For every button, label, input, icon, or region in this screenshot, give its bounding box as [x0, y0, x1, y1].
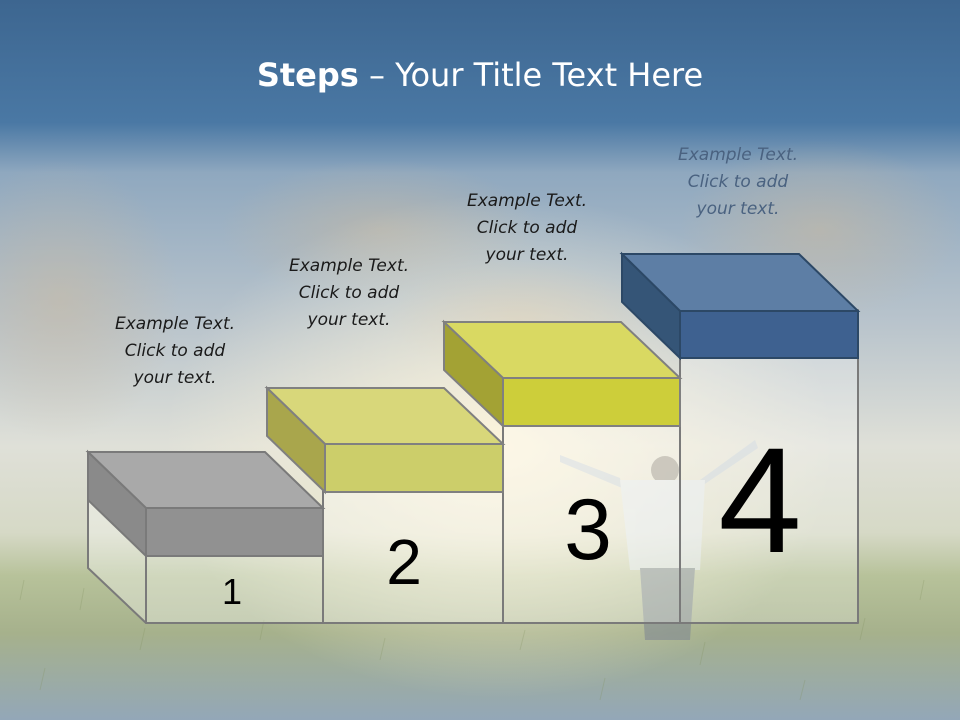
title-bold: Steps	[256, 56, 359, 94]
caption-line: your text.	[133, 368, 217, 388]
caption-line: Click to add	[124, 341, 226, 361]
caption-line: Example Text.	[288, 256, 410, 276]
caption-line: Example Text.	[114, 314, 236, 334]
caption-line: Click to add	[298, 283, 400, 303]
step-4-caption[interactable]: Example Text. Click to add your text.	[653, 142, 823, 223]
step-1-block[interactable]	[85, 449, 326, 559]
step-3-block[interactable]	[441, 319, 683, 429]
caption-line: your text.	[307, 310, 391, 330]
caption-line: your text.	[485, 245, 569, 265]
step-3-number: 3	[564, 482, 612, 578]
step-3-caption[interactable]: Example Text. Click to add your text.	[442, 188, 612, 269]
step-4-number: 4	[718, 416, 802, 584]
caption-line: Click to add	[476, 218, 578, 238]
title-rest: – Your Title Text Here	[358, 56, 704, 94]
caption-line: Example Text.	[466, 191, 588, 211]
caption-line: Example Text.	[677, 145, 799, 165]
step-2-number: 2	[386, 526, 422, 598]
step-2-block[interactable]	[264, 385, 506, 495]
step-1-number: 1	[221, 571, 243, 612]
step-1-caption[interactable]: Example Text. Click to add your text.	[90, 311, 260, 392]
caption-line: Click to add	[687, 172, 789, 192]
slide-title[interactable]: Steps – Your Title Text Here	[0, 52, 960, 98]
step-4-block[interactable]	[619, 251, 861, 361]
person-silhouette	[560, 440, 758, 640]
step-2-caption[interactable]: Example Text. Click to add your text.	[264, 253, 434, 334]
caption-line: your text.	[696, 199, 780, 219]
